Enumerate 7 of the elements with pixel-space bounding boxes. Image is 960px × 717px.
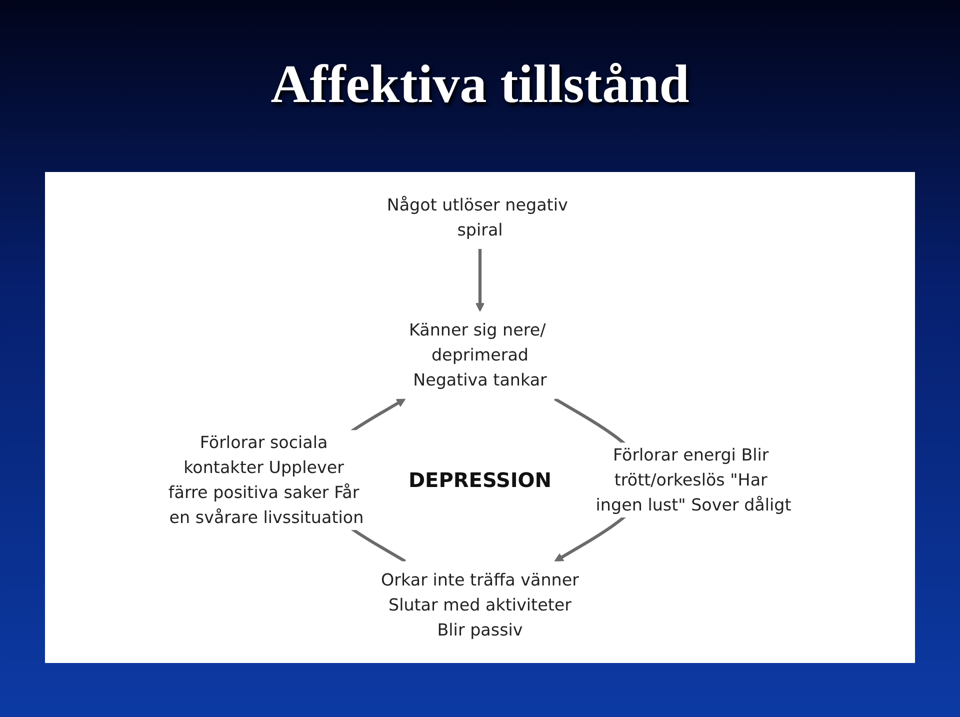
- node-text: Något utlöser negativ spiral: [386, 194, 568, 240]
- center-label: DEPRESSION: [408, 468, 552, 492]
- edge-label: Förlorar sociala kontakter Upplever färre positiva saker Får en svårare livssituation: [168, 432, 364, 527]
- node-text: Känner sig nere/ deprimerad Negativa tankar: [408, 320, 547, 390]
- slide-title: Affektiva tillstånd: [270, 56, 690, 113]
- edge-label: Förlorar energi Blir trött/orkeslös "Har ingen lust" Sover dåligt: [596, 444, 792, 514]
- arrow: [475, 248, 485, 312]
